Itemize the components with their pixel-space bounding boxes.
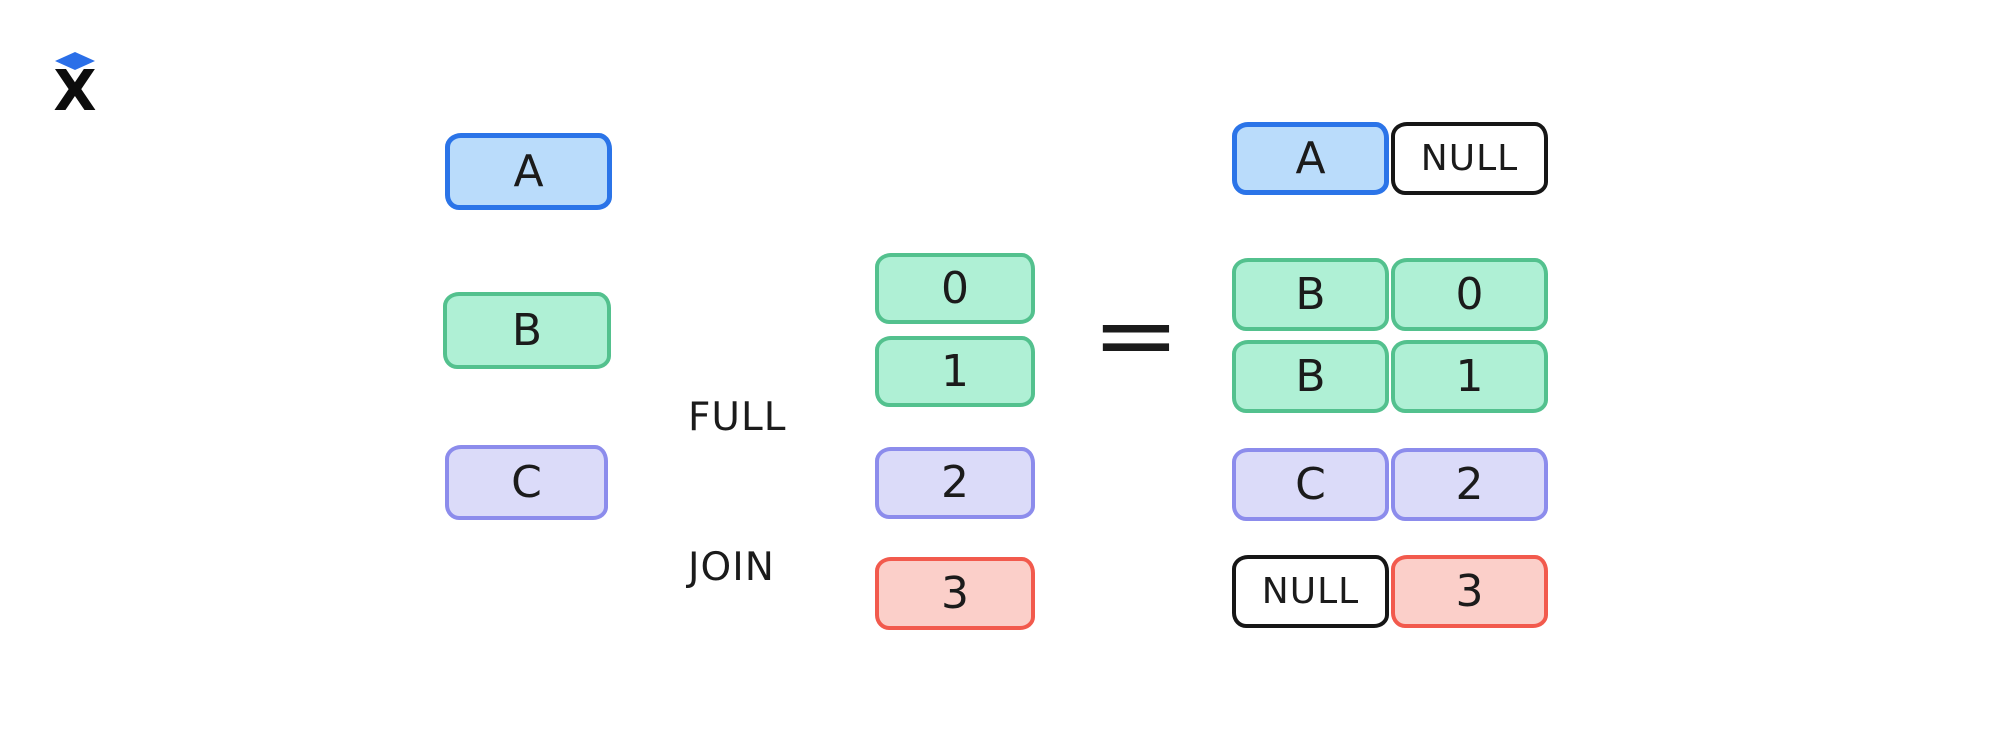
result-cell: 3: [1391, 555, 1548, 628]
result-cell: C: [1232, 448, 1389, 521]
cell-label: A: [1295, 132, 1326, 184]
brand-logo: X: [53, 52, 97, 113]
cell-label: C: [1295, 458, 1326, 510]
result-cell: B: [1232, 340, 1389, 413]
cell-label: 2: [941, 457, 969, 508]
diamond-icon: [55, 52, 95, 70]
right-table-cell: 1: [875, 336, 1035, 407]
cell-label: B: [511, 304, 543, 356]
left-table-cell: A: [445, 133, 612, 210]
result-cell: A: [1232, 122, 1389, 195]
left-table-cell: B: [443, 292, 611, 369]
logo-letter: X: [53, 59, 96, 113]
result-cell: 0: [1391, 258, 1548, 331]
cell-label: 0: [941, 262, 969, 314]
cell-label: NULL: [1420, 137, 1519, 179]
cell-label: 1: [1455, 350, 1484, 402]
result-cell: B: [1232, 258, 1389, 331]
cell-label: 2: [1455, 458, 1484, 510]
cell-label: B: [1295, 268, 1326, 320]
right-table-cell: 3: [875, 557, 1035, 630]
cell-label: 3: [941, 567, 969, 619]
left-table-cell: C: [445, 445, 608, 520]
cell-label: 0: [1455, 268, 1484, 320]
join-operator-line2: JOIN: [688, 545, 775, 590]
right-table-cell: 0: [875, 253, 1035, 324]
result-cell: 2: [1391, 448, 1548, 521]
cell-label: C: [511, 456, 542, 508]
join-operator-line1: FULL: [688, 395, 787, 440]
cell-label: 3: [1455, 565, 1484, 617]
right-table-cell: 2: [875, 447, 1035, 519]
result-cell: NULL: [1391, 122, 1548, 195]
cell-label: A: [513, 145, 544, 197]
cell-label: 1: [941, 345, 969, 397]
cell-label: B: [1295, 350, 1326, 402]
join-operator-label: FULL JOIN: [688, 293, 808, 693]
result-cell: NULL: [1232, 555, 1389, 628]
result-cell: 1: [1391, 340, 1548, 413]
equals-sign: =: [1091, 281, 1181, 389]
cell-label: NULL: [1261, 570, 1360, 612]
